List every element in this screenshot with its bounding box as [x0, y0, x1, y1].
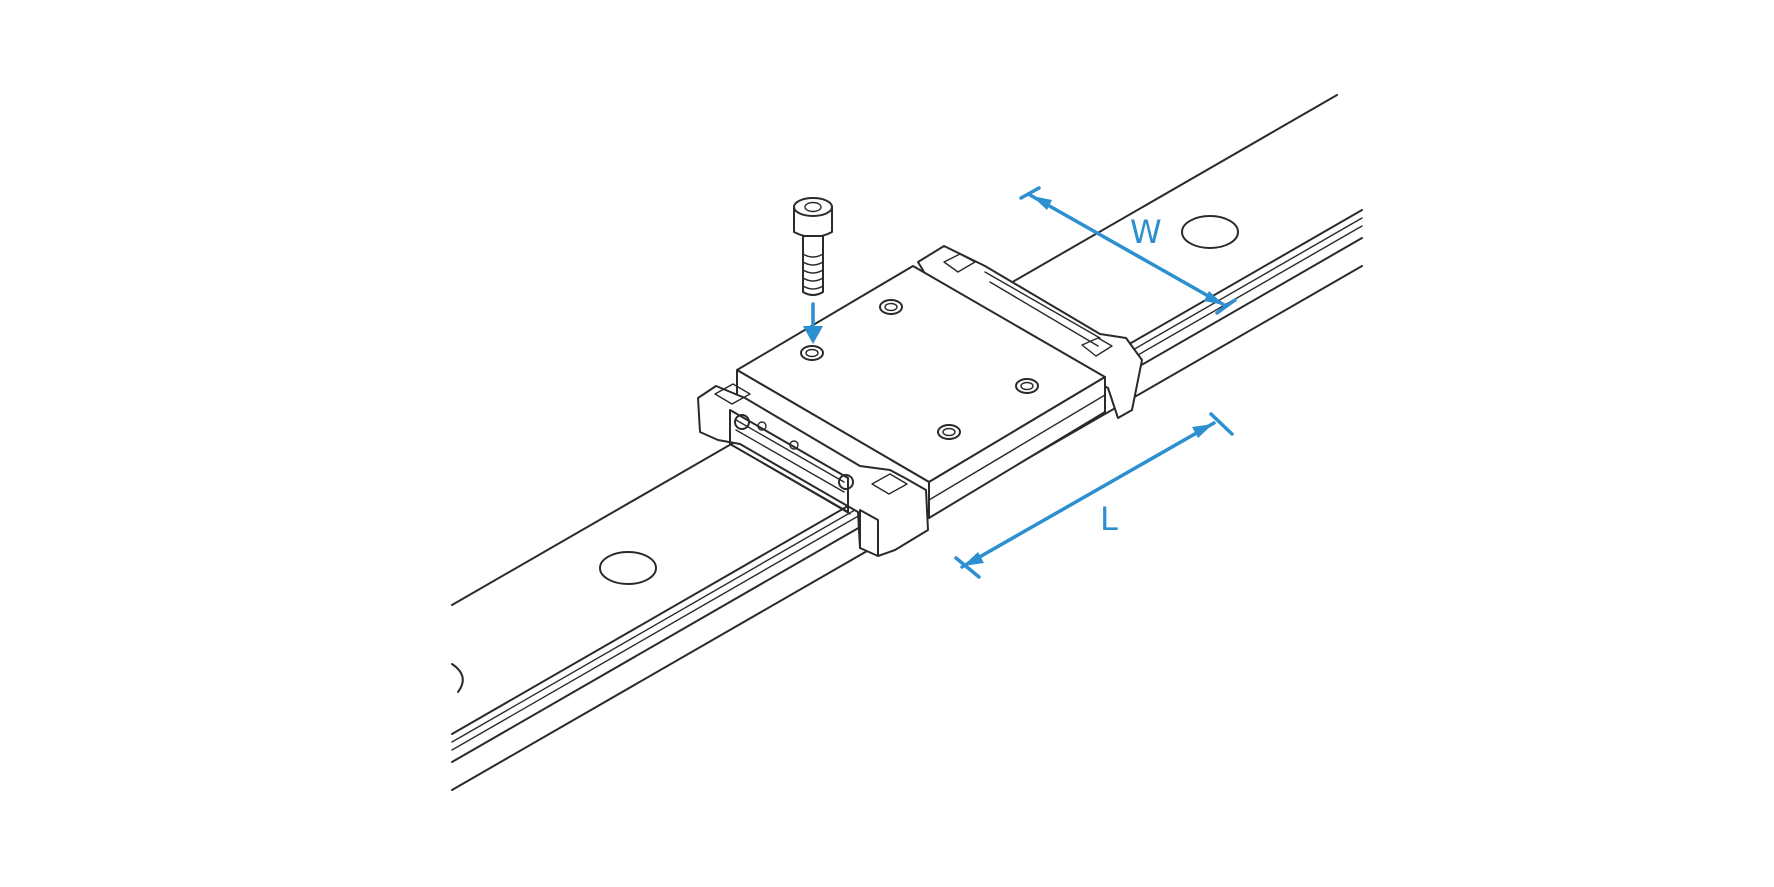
top-threaded-holes [800, 299, 1039, 440]
length-dimension-tick-end [1209, 412, 1234, 436]
width-dimension-tick-end [1215, 298, 1237, 315]
back-end-cap-slot [943, 253, 976, 273]
insert-arrow-icon [803, 302, 823, 344]
seal-screw-1 [757, 421, 767, 431]
seal-line-3 [729, 443, 851, 515]
screw-head-top [793, 197, 833, 217]
rail-mount-hole-edge [451, 663, 464, 693]
rail-mount-hole-back [1181, 215, 1239, 249]
back-end-cap-slot-2 [1081, 337, 1113, 357]
screw-threads [802, 253, 824, 290]
length-dimension-line [960, 421, 1216, 569]
front-end-cap-slot-left [714, 383, 751, 405]
carriage-block [697, 245, 1143, 557]
seal-line-1 [735, 419, 845, 483]
length-dimension-label: L [1100, 500, 1118, 538]
front-end-cap-slot-right [871, 473, 908, 495]
length-arrowhead-end [1192, 424, 1213, 438]
back-seal-line-2 [989, 281, 1099, 347]
width-dimension: W [1019, 186, 1237, 315]
back-seal-line-1 [984, 271, 1101, 339]
length-dimension-tick-start [954, 556, 981, 579]
screw-hex-socket [804, 201, 822, 213]
length-arrowhead-start [963, 552, 984, 566]
seal-line-2 [735, 429, 845, 493]
front-seal-plate [729, 409, 849, 513]
width-dimension-tick-start [1019, 186, 1041, 200]
grease-nipple-left [734, 414, 750, 430]
width-arrowhead-end [1204, 291, 1224, 305]
width-arrowhead-start [1032, 196, 1052, 210]
width-dimension-label: W [1130, 213, 1162, 251]
carriage-side-line [928, 394, 1106, 501]
rail-mount-hole-front [599, 551, 657, 585]
front-end-cap-edge [859, 509, 879, 557]
length-dimension: L [954, 412, 1234, 579]
grease-nipple-right [838, 474, 854, 490]
cap-screw-icon [793, 197, 833, 296]
seal-screw-2 [789, 440, 799, 450]
width-dimension-line [1028, 193, 1228, 308]
